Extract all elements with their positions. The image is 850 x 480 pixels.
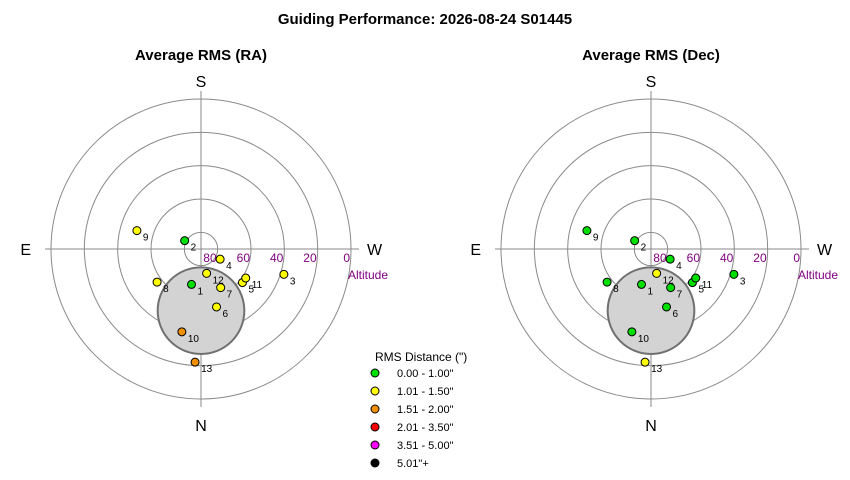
legend-label-5: 3.51 - 5.00" bbox=[397, 440, 454, 452]
direction-S: S bbox=[196, 74, 207, 91]
point-label-10: 10 bbox=[638, 334, 650, 345]
direction-N: N bbox=[195, 418, 207, 435]
point-7 bbox=[216, 283, 226, 293]
altitude-tick-40: 40 bbox=[720, 251, 734, 265]
point-6 bbox=[662, 302, 672, 312]
direction-N: N bbox=[645, 418, 657, 435]
point-label-8: 8 bbox=[163, 284, 169, 295]
point-9 bbox=[582, 226, 592, 236]
legend-swatch-4 bbox=[370, 422, 380, 432]
direction-E: E bbox=[20, 242, 31, 259]
point-8 bbox=[602, 277, 612, 287]
point-label-3: 3 bbox=[290, 276, 296, 287]
direction-S: S bbox=[646, 74, 657, 91]
legend-label-2: 1.01 - 1.50" bbox=[397, 386, 454, 398]
point-label-11: 11 bbox=[252, 280, 263, 291]
point-11 bbox=[691, 273, 701, 283]
point-label-1: 1 bbox=[198, 286, 204, 297]
altitude-tick-20: 20 bbox=[303, 251, 317, 265]
direction-E: E bbox=[470, 242, 481, 259]
legend-label-6: 5.01"+ bbox=[397, 458, 429, 470]
point-label-5: 5 bbox=[698, 285, 704, 296]
point-1 bbox=[637, 279, 647, 289]
point-label-4: 4 bbox=[226, 261, 232, 272]
point-label-13: 13 bbox=[201, 364, 213, 375]
point-label-7: 7 bbox=[227, 290, 233, 301]
point-3 bbox=[729, 269, 739, 279]
point-label-9: 9 bbox=[593, 233, 599, 244]
point-3 bbox=[279, 269, 289, 279]
altitude-tick-0: 0 bbox=[793, 251, 800, 265]
point-10 bbox=[627, 327, 637, 337]
point-2 bbox=[180, 236, 190, 246]
altitude-tick-80: 80 bbox=[653, 251, 667, 265]
point-13 bbox=[190, 357, 200, 367]
direction-W: W bbox=[817, 242, 833, 259]
point-12 bbox=[652, 268, 662, 278]
legend-swatch-5 bbox=[370, 440, 380, 450]
point-9 bbox=[132, 226, 142, 236]
legend-label-3: 1.51 - 2.00" bbox=[397, 404, 454, 416]
legend-swatch-2 bbox=[370, 386, 380, 396]
altitude-tick-40: 40 bbox=[270, 251, 284, 265]
altitude-tick-0: 0 bbox=[343, 251, 350, 265]
point-6 bbox=[212, 302, 222, 312]
page-title: Guiding Performance: 2026-08-24 S01445 bbox=[278, 11, 572, 28]
point-7 bbox=[666, 283, 676, 293]
point-label-11: 11 bbox=[702, 280, 713, 291]
legend-title: RMS Distance (") bbox=[375, 350, 467, 364]
point-label-8: 8 bbox=[613, 284, 619, 295]
point-label-4: 4 bbox=[676, 261, 682, 272]
point-label-3: 3 bbox=[740, 276, 746, 287]
point-label-2: 2 bbox=[191, 243, 197, 254]
point-label-5: 5 bbox=[248, 285, 254, 296]
chart-title: Average RMS (RA) bbox=[135, 47, 267, 64]
point-label-13: 13 bbox=[651, 364, 663, 375]
point-label-12: 12 bbox=[213, 275, 225, 286]
legend-label-4: 2.01 - 3.50" bbox=[397, 422, 454, 434]
altitude-tick-20: 20 bbox=[753, 251, 767, 265]
point-4 bbox=[215, 254, 225, 264]
altitude-tick-80: 80 bbox=[203, 251, 217, 265]
legend-swatch-6 bbox=[370, 458, 380, 468]
altitude-tick-60: 60 bbox=[687, 251, 701, 265]
point-4 bbox=[665, 254, 675, 264]
point-label-12: 12 bbox=[663, 275, 675, 286]
altitude-label: Altitude bbox=[798, 268, 838, 282]
point-label-2: 2 bbox=[641, 243, 647, 254]
point-label-6: 6 bbox=[223, 309, 229, 320]
point-label-9: 9 bbox=[143, 233, 149, 244]
point-1 bbox=[187, 279, 197, 289]
altitude-label: Altitude bbox=[348, 268, 388, 282]
altitude-tick-60: 60 bbox=[237, 251, 251, 265]
legend-swatch-3 bbox=[370, 404, 380, 414]
point-label-10: 10 bbox=[188, 334, 200, 345]
direction-W: W bbox=[367, 242, 383, 259]
point-12 bbox=[202, 268, 212, 278]
point-label-1: 1 bbox=[648, 286, 654, 297]
point-13 bbox=[640, 357, 650, 367]
obstruction-disk bbox=[156, 266, 246, 355]
point-10 bbox=[177, 327, 187, 337]
legend-label-1: 0.00 - 1.00" bbox=[397, 368, 454, 380]
point-label-7: 7 bbox=[677, 290, 683, 301]
legend-swatch-1 bbox=[370, 368, 380, 378]
rms-legend: RMS Distance (") 0.00 - 1.00" 1.01 - 1.50… bbox=[370, 350, 467, 470]
point-8 bbox=[152, 277, 162, 287]
chart-title: Average RMS (Dec) bbox=[582, 47, 720, 64]
point-label-6: 6 bbox=[673, 309, 679, 320]
obstruction-disk bbox=[606, 266, 696, 355]
point-2 bbox=[630, 236, 640, 246]
point-11 bbox=[241, 273, 251, 283]
